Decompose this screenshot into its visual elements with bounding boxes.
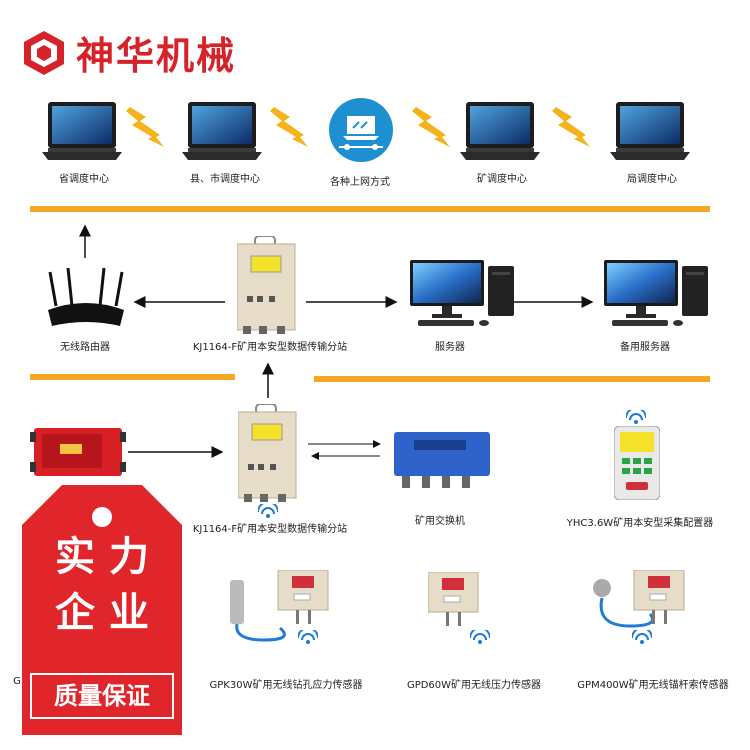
sensor-label: GPM400W矿用无线锚杆索传感器	[577, 680, 729, 691]
backup-server-label: 备用服务器	[620, 342, 670, 353]
top-row-label: 县、市调度中心	[190, 174, 260, 185]
badge-quality-frame: 质量保证	[30, 673, 174, 719]
separator-bar	[314, 376, 710, 382]
sensor-label: GPK30W矿用无线钻孔应力传感器	[209, 680, 363, 691]
switch-label: 矿用交换机	[415, 516, 465, 527]
wifi-icon	[632, 630, 652, 644]
badge-line-1: 实 力	[55, 534, 149, 580]
separator-bar	[30, 374, 235, 380]
hexagon-logo-icon	[24, 30, 64, 75]
wifi-icon	[258, 504, 278, 518]
wifi-icon	[626, 410, 646, 424]
wifi-icon	[298, 630, 318, 644]
internet-icon	[329, 98, 393, 162]
badge-line-2: 企 业	[55, 590, 149, 636]
top-row-label: 矿调度中心	[477, 174, 527, 185]
substation-label: KJ1164-F矿用本安型数据传输分站	[192, 524, 348, 535]
server-label: 服务器	[435, 342, 465, 353]
drill-stress-sensor-icon	[230, 570, 329, 642]
top-row-label: 各种上网方式	[330, 177, 390, 188]
power-supply-box-icon	[30, 428, 126, 476]
mining-switch-icon	[394, 432, 490, 488]
top-row-label: 省调度中心	[59, 174, 109, 185]
promo-badge: 实 力 企 业 质量保证	[22, 485, 182, 735]
top-row-label: 局调度中心	[627, 174, 677, 185]
pressure-sensor-icon	[428, 572, 479, 627]
substation-label: KJ1164-F矿用本安型数据传输分站	[192, 342, 348, 353]
brand-header: 神华机械	[20, 25, 236, 80]
anchor-cable-sensor-icon	[593, 570, 685, 628]
configurator-label: YHC3.6W矿用本安型采集配置器	[566, 518, 714, 529]
wifi-icon	[470, 630, 490, 644]
router-label: 无线路由器	[60, 342, 110, 353]
separator-bar	[30, 206, 710, 212]
sensor-label: G	[13, 676, 21, 687]
sensor-label: GPD60W矿用无线压力传感器	[406, 680, 542, 691]
badge-tag-shape	[22, 485, 182, 735]
handheld-configurator-icon	[614, 426, 660, 500]
substation-device-icon	[238, 404, 297, 503]
brand-name: 神华机械	[76, 34, 237, 78]
wifi-router-icon	[48, 267, 124, 326]
badge-line-3: 质量保证	[54, 682, 150, 710]
